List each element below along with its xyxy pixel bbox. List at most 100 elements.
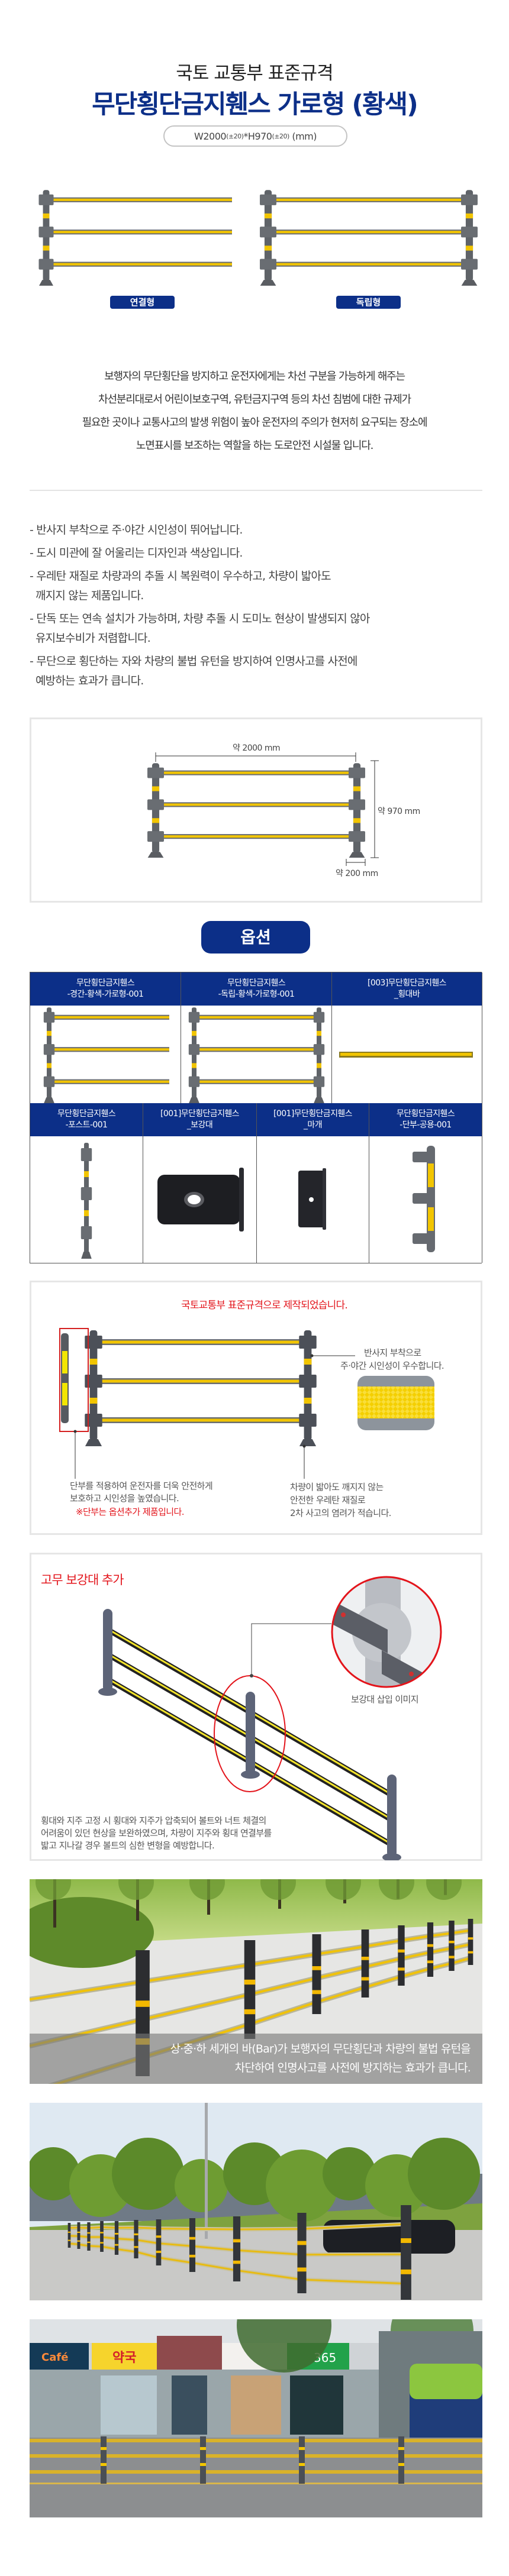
sign-text: Café xyxy=(41,2351,68,2364)
fence-post xyxy=(188,1007,199,1103)
photo-post xyxy=(67,2223,71,2248)
fence-rail xyxy=(94,1339,308,1345)
fence-post xyxy=(461,190,478,286)
option-item[interactable]: [003]무단횡단금지휀스_횡대바 xyxy=(332,972,482,1103)
option-header: 무단횡단금지휀스-단부-공용-001 xyxy=(369,1103,482,1136)
option-item[interactable]: [001]무단횡단금지휀스_보강대 xyxy=(143,1103,257,1263)
option-name: 무단횡단금지휀스 xyxy=(227,978,286,988)
fence-post xyxy=(349,763,365,858)
fence-drawing xyxy=(260,190,478,286)
feature-item: - 단독 또는 연속 설치가 가능하며, 차량 추돌 시 도미노 현상이 발생되… xyxy=(30,612,370,645)
option-image-reinforcement xyxy=(143,1136,256,1263)
fence-connected-image xyxy=(31,188,232,286)
option-item[interactable]: [001]무단횡단금지휀스_마개 xyxy=(257,1103,369,1263)
option-code: -독립-황색-가로형-001 xyxy=(218,990,295,999)
iso-post xyxy=(241,1692,260,1779)
fence-feature-image xyxy=(83,1328,320,1446)
fence-rail xyxy=(194,1047,319,1052)
fence-rail xyxy=(268,261,469,267)
option-header: 무단횡단금지휀스-경간-황색-가로형-001 xyxy=(30,972,181,1006)
fence-drawing xyxy=(38,190,232,286)
cap-drawing xyxy=(298,1168,326,1230)
reflector-note-line: 주·야간 시인성이 우수합니다. xyxy=(340,1360,444,1371)
iso-post xyxy=(98,1609,117,1696)
end-option-note: ※단부는 옵션추가 제품입니다. xyxy=(76,1507,184,1517)
options-row-1: 무단횡단금지휀스-경간-황색-가로형-001 무단횡단금지휀스 -독립-황색-가로… xyxy=(30,972,482,1104)
tree xyxy=(408,2138,480,2210)
description-line: 보행자의 무단횡단을 방지하고 운전자에게는 차선 구분을 가능하게 해주는 xyxy=(104,370,405,383)
photo-post xyxy=(427,1922,434,1977)
feature-item: - 무단으로 횡단하는 자와 차량의 불법 유턴을 방지하여 인명사고를 사전에… xyxy=(30,655,357,687)
material-note-line: 안전한 우레탄 재질로 xyxy=(290,1495,366,1505)
description-line: 필요한 곳이나 교통사고의 발생 위험이 높아 운전자의 주의가 현저히 요구되… xyxy=(82,416,428,429)
photo-post xyxy=(189,2218,196,2272)
option-item[interactable]: 무단횡단금지휀스-단부-공용-001 xyxy=(369,1103,482,1263)
store-sign xyxy=(30,2343,89,2370)
fence-rail xyxy=(46,230,232,235)
fence-drawing xyxy=(147,763,365,858)
reflector-closeup xyxy=(357,1376,434,1430)
option-name: 무단횡단금지휀스 xyxy=(57,1109,116,1119)
tree xyxy=(112,2138,184,2210)
option-image-cap xyxy=(257,1136,369,1263)
option-image-span-fence xyxy=(30,1006,181,1103)
rail-bar-drawing xyxy=(339,1051,473,1058)
photo-post xyxy=(449,1921,455,1971)
photo-post xyxy=(77,2222,80,2249)
fence-rail xyxy=(156,770,357,775)
reinforcement-description-line: 어려움이 있던 현상을 보완하였으며, 차량이 지주와 횡대 연결부를 xyxy=(41,1828,272,1838)
type-label-independent: 독립형 xyxy=(336,296,401,309)
dimension-height-label: 약 970 mm xyxy=(378,807,420,816)
photo-post xyxy=(101,2436,107,2484)
photo-post xyxy=(134,2220,138,2258)
option-header: [001]무단횡단금지휀스_보강대 xyxy=(143,1103,256,1136)
sign-text: 약국 xyxy=(112,2351,136,2365)
photo-post xyxy=(312,1934,321,2014)
callout-lines xyxy=(73,1354,355,1479)
fence-post xyxy=(260,190,276,286)
photo-post xyxy=(361,1929,369,1998)
option-code: -단부-공용-001 xyxy=(400,1120,452,1130)
fence-rail xyxy=(194,1079,319,1084)
photo-post xyxy=(468,1919,473,1965)
photo-rail xyxy=(30,2439,482,2442)
photo-rail xyxy=(30,2470,482,2474)
option-name: 무단횡단금지휀스 xyxy=(396,1109,455,1119)
fence-rail xyxy=(268,230,469,235)
end-note-line: 단부를 적용하여 운전자를 더욱 안전하게 xyxy=(70,1481,213,1491)
tree xyxy=(266,2150,338,2222)
fence-post xyxy=(85,1330,102,1446)
installation-photo-2 xyxy=(30,2103,482,2300)
option-code: -경간-황색-가로형-001 xyxy=(67,990,144,999)
tree-trunk xyxy=(136,1879,139,1921)
size-unit: (mm) xyxy=(289,130,317,142)
photo-caption-line: 차단하여 인명사고를 사전에 방지하는 효과가 큽니다. xyxy=(234,2061,471,2074)
option-image-end-piece xyxy=(369,1136,482,1263)
reinforcement-description-line: 밟고 지나갈 경우 볼트의 심한 변형을 예방합니다. xyxy=(41,1840,215,1851)
fence-rail xyxy=(94,1417,308,1423)
fence-drawing xyxy=(80,1143,92,1259)
option-header: 무단횡단금지휀스 -독립-황색-가로형-001 xyxy=(181,972,331,1006)
option-item[interactable]: 무단횡단금지휀스 -독립-황색-가로형-001 xyxy=(181,972,332,1103)
page-subtitle: 국토 교통부 표준규격 xyxy=(176,63,333,84)
dimension-lines xyxy=(155,752,379,866)
option-name: [001]무단횡단금지휀스 xyxy=(273,1109,352,1119)
fence-drawing xyxy=(188,1007,324,1103)
feature-item: - 반사지 부착으로 주·야간 시인성이 뛰어납니다. xyxy=(30,523,243,536)
option-item[interactable]: 무단횡단금지휀스-경간-황색-가로형-001 xyxy=(30,972,181,1103)
fence-rail xyxy=(49,1079,169,1084)
photo-post xyxy=(244,1940,256,2039)
detail-zoom-image xyxy=(332,1577,441,1687)
photo-post xyxy=(114,2221,119,2255)
end-piece-drawing xyxy=(413,1146,435,1252)
highlight-ellipse xyxy=(214,1675,286,1792)
end-note-line: 보호하고 시인성을 높였습니다. xyxy=(70,1493,179,1504)
fence-post xyxy=(313,1007,324,1103)
option-code: _횡대바 xyxy=(394,990,420,999)
reinforcement-description-line: 횡대와 지주 고정 시 횡대와 지주가 압축되어 볼트와 너트 체결의 xyxy=(41,1815,266,1826)
option-item[interactable]: 무단횡단금지휀스-포스트-001 xyxy=(30,1103,143,1263)
store-sign xyxy=(92,2343,157,2370)
description-line: 노면표시를 보조하는 역할을 하는 도로안전 시설물 입니다. xyxy=(136,439,373,452)
photo-caption-line: 상·중·하 세개의 바(Bar)가 보행자의 무단횡단과 차량의 불법 유턴을 xyxy=(170,2042,471,2055)
option-code: -포스트-001 xyxy=(65,1120,108,1130)
